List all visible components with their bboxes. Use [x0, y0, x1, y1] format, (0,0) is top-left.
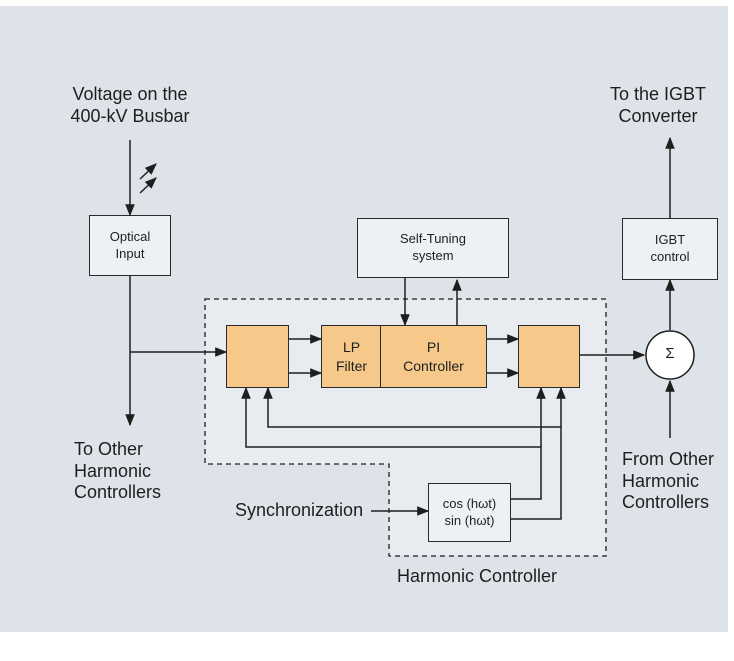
multiplier-2: × — [518, 325, 580, 388]
pi-controller-block: PI Controller — [380, 325, 487, 388]
igbt-converter-label: To the IGBT Converter — [609, 84, 707, 126]
multiplier-1: × — [226, 325, 289, 388]
optical-indicator-arrow-2 — [139, 177, 157, 194]
from-other-controllers-label: From Other Harmonic Controllers — [622, 449, 715, 513]
lp-filter-block: LP Filter — [321, 325, 382, 388]
oscillator-block: cos (hωt) sin (hωt) — [428, 483, 511, 542]
igbt-control-block: IGBT control — [622, 218, 718, 280]
optical-indicator-arrow-1 — [139, 163, 157, 180]
voltage-input-label: Voltage on the 400-kV Busbar — [70, 84, 190, 126]
synchronization-label: Synchronization — [235, 500, 364, 520]
optical-input-block: Optical Input — [89, 215, 171, 276]
summation-node — [645, 330, 695, 380]
to-other-controllers-label: To Other Harmonic Controllers — [74, 439, 162, 503]
self-tuning-block: Self-Tuning system — [357, 218, 509, 278]
summation-symbol: Σ — [665, 345, 675, 362]
harmonic-controller-label: Harmonic Controller — [397, 566, 558, 586]
